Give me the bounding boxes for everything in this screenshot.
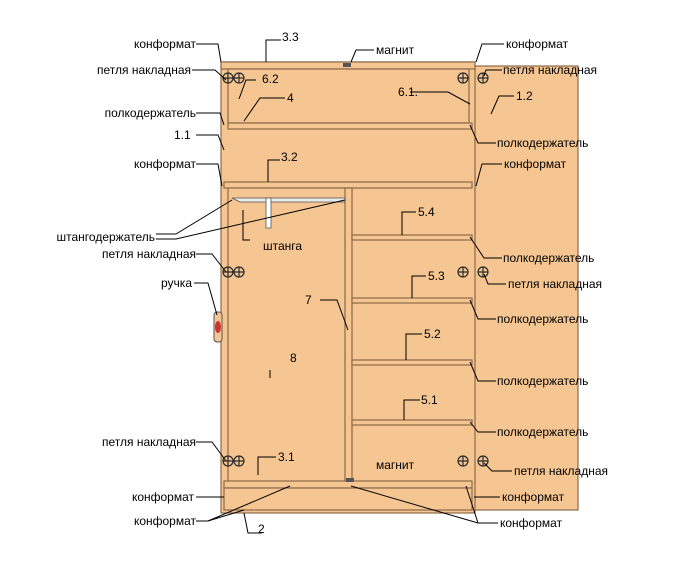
label-hinge-bottom-right: петля накладная [514, 464, 608, 478]
label-shelf-holder-5-2: полкодержатель [497, 374, 588, 388]
label-shelf-holder-left: полкодержатель [105, 106, 196, 120]
hinge-icon [222, 72, 234, 84]
label-handle: ручка [161, 276, 192, 290]
panel-3-2-shelf [223, 181, 473, 189]
plinth-2 [223, 487, 473, 511]
label-part-5-4: 5.4 [418, 205, 435, 219]
label-part-8: 8 [290, 351, 297, 365]
shelf-5-2 [351, 359, 473, 366]
label-part-7: 7 [305, 293, 312, 307]
label-part-4: 4 [287, 91, 294, 105]
label-rail: штанга [263, 239, 302, 253]
magnet-top [343, 63, 351, 67]
shelf-5-3 [351, 297, 473, 304]
label-hinge-bottom-left: петля накладная [102, 435, 196, 449]
label-part-6-1: 6.1. [398, 85, 418, 99]
hinge-icon [457, 72, 469, 84]
label-part-2: 2 [258, 522, 265, 536]
shelf-5-1 [351, 419, 473, 426]
label-part-5-1: 5.1 [421, 393, 438, 407]
label-shelf-holder-5-3: полкодержатель [497, 312, 588, 326]
label-konfirmat-bottom-left: конформат [132, 490, 195, 504]
label-hinge-mid-right: петля накладная [508, 277, 602, 291]
side-panel-right [473, 65, 579, 511]
hinge-icon [233, 455, 245, 467]
label-shelf-holder-5-4: полкодержатель [503, 251, 594, 265]
hinge-icon [222, 455, 234, 467]
label-hinge-mid-left: петля накладная [102, 247, 196, 261]
handle-icon [213, 311, 223, 343]
leader-lines [156, 39, 514, 534]
door-8 [227, 187, 350, 489]
mezzanine-door [227, 68, 470, 124]
label-konfirmat-mid-right: конформат [504, 157, 567, 171]
hinge-icon [222, 266, 234, 278]
label-konfirmat-bottom-right: конформат [502, 490, 565, 504]
label-shelf-holder-right-top: полкодержатель [497, 136, 588, 150]
label-magnet-top: магнит [376, 43, 415, 57]
label-part-3-1: 3.1 [278, 450, 295, 464]
hinges [222, 72, 489, 467]
shelf-5-4 [351, 234, 473, 241]
hanger-rail [231, 197, 346, 203]
label-part-5-3: 5.3 [428, 269, 445, 283]
label-konfirmat-lower-right: конформат [500, 516, 563, 530]
label-konfirmat-top-left: конформат [134, 37, 197, 51]
mezzanine-shelf [227, 122, 473, 130]
label-part-1-2: 1.2 [516, 89, 533, 103]
label-konfirmat-top-right: конформат [506, 37, 569, 51]
hinge-icon [457, 455, 469, 467]
label-rail-holder: штангодержатель [57, 230, 156, 244]
label-part-1-1: 1.1 [174, 128, 191, 142]
hanger-rail-group [231, 197, 346, 229]
hinge-icon [457, 266, 469, 278]
label-hinge-top-right: петля накладная [503, 63, 597, 77]
label-magnet-bottom: магнит [376, 458, 415, 472]
panel-3-1-bottom [223, 480, 473, 489]
hinge-icon [477, 455, 489, 467]
hanger-hook [265, 197, 272, 229]
hinge-icon [233, 266, 245, 278]
label-part-3-2: 3.2 [281, 150, 298, 164]
label-part-3-3: 3.3 [282, 30, 299, 44]
callout-labels: конформат петля накладная полкодержатель… [57, 30, 609, 536]
label-part-6-2: 6.2 [262, 72, 279, 86]
label-hinge-top-left: петля накладная [97, 63, 191, 77]
hinge-icon [233, 72, 245, 84]
hinge-icon [477, 266, 489, 278]
label-shelf-holder-5-1: полкодержатель [497, 425, 588, 439]
magnet-bottom [346, 478, 354, 482]
label-konfirmat-lower-left: конформат [134, 514, 197, 528]
hinge-icon [477, 72, 489, 84]
label-part-5-2: 5.2 [424, 327, 441, 341]
divider-7 [344, 187, 353, 489]
label-konfirmat-mid-left: конформат [134, 157, 197, 171]
cabinet-panels [220, 61, 579, 514]
